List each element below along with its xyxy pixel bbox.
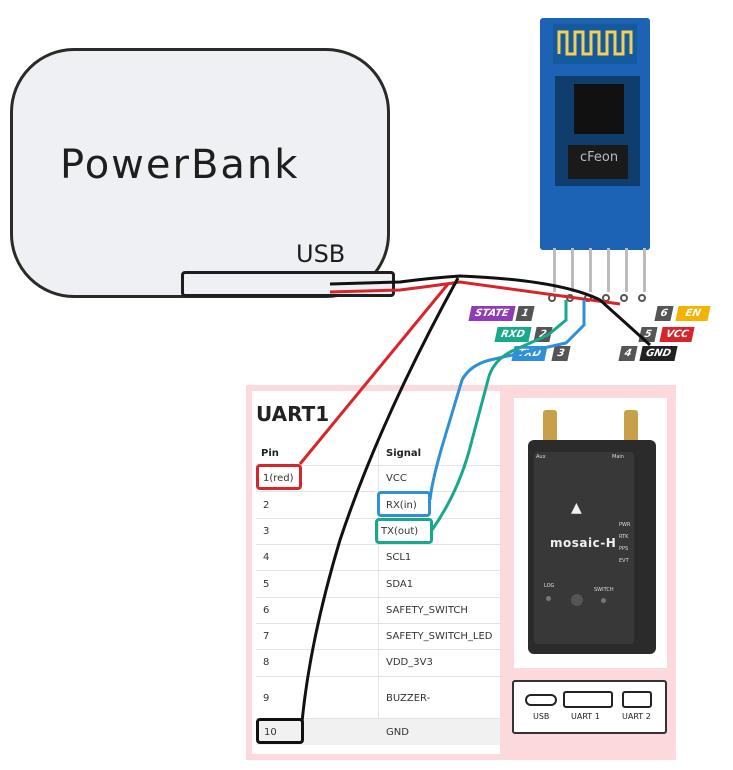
led-label-pps: PPS: [619, 546, 629, 552]
uart1-connector: [563, 691, 613, 708]
table-cell-pin: 6: [263, 605, 270, 616]
header-pin: [571, 248, 574, 292]
table-cell-pin: 1(red): [263, 473, 294, 484]
table-cell-signal: TX(out): [381, 526, 419, 537]
row-divider: [256, 597, 500, 598]
connector-label-uart1: UART 1: [571, 712, 600, 721]
table-cell-pin: 2: [263, 500, 270, 511]
led-label-evt: EVT: [619, 558, 629, 564]
table-cell-signal: RX(in): [386, 500, 417, 511]
table-cell-pin: 7: [263, 631, 270, 642]
header-pin: [589, 248, 592, 292]
highlight-pin1-vcc: [256, 464, 302, 490]
flash-chip: [568, 145, 628, 179]
button-label-switch: SWITCH: [594, 587, 614, 593]
row-divider: [256, 649, 500, 650]
table-cell-pin: 5: [263, 579, 270, 590]
antenna-trace-icon: [557, 30, 633, 56]
powerbank-body: [10, 48, 390, 298]
pin-dot-en: [638, 294, 646, 302]
row-divider: [256, 718, 500, 719]
powerbank-label: PowerBank: [60, 142, 300, 188]
wire-blue: [428, 300, 586, 501]
row-divider: [256, 465, 500, 466]
usb-c-connector: [525, 694, 557, 706]
table-cell-signal: GND: [386, 727, 409, 738]
button-label-log: LOG: [544, 583, 555, 589]
antenna-label-aux: Aux: [536, 454, 546, 460]
highlight-tx-out: [375, 518, 433, 544]
highlight-pin10-gnd: [256, 718, 304, 744]
wire-green: [430, 300, 568, 531]
chip-logo: cFeon: [580, 150, 619, 165]
table-header-signal: Signal: [386, 448, 422, 459]
table-header-pin: Pin: [261, 448, 279, 459]
bluetooth-antenna-trace: [553, 24, 637, 64]
table-cell-signal: BUZZER-: [386, 693, 431, 704]
table-cell-signal: SDA1: [386, 579, 414, 590]
table-cell-pin: 3: [263, 526, 270, 537]
table-cell-pin: 8: [263, 657, 270, 668]
uart-title: UART1: [256, 402, 330, 426]
connector-label-uart2: UART 2: [622, 712, 651, 721]
switch-led: [601, 598, 606, 603]
device-brand: mosaic-H: [550, 536, 617, 550]
header-pin: [643, 248, 646, 292]
wire-red: [298, 280, 621, 465]
header-pin: [553, 248, 556, 292]
switch-button: [571, 594, 583, 606]
row-divider: [256, 623, 500, 624]
table-cell-signal: SAFETY_SWITCH_LED: [386, 631, 493, 642]
header-pin: [625, 248, 628, 292]
highlight-rx-in: [377, 491, 431, 517]
bluetooth-chip: [574, 84, 624, 134]
table-cell-signal: VDD_3V3: [386, 657, 433, 668]
table-cell-signal: SAFETY_SWITCH: [386, 605, 468, 616]
table-cell-signal: VCC: [386, 473, 407, 484]
antenna-connector-aux: [543, 410, 557, 448]
gnss-receiver-front: [534, 452, 634, 644]
row-divider: [256, 544, 500, 545]
uart2-connector: [622, 691, 652, 708]
row-divider: [256, 570, 500, 571]
table-cell-pin: 9: [263, 693, 270, 704]
pin-dot-vcc: [620, 294, 628, 302]
wire-black: [300, 274, 652, 723]
antenna-connector-main: [624, 410, 638, 448]
connector-label-usb: USB: [533, 712, 550, 721]
table-cell-pin: 10: [264, 727, 277, 738]
column-divider: [378, 440, 379, 745]
table-cell-pin: 4: [263, 552, 270, 563]
antenna-label-main: Main: [612, 454, 624, 460]
led-label-rtk: RTK: [619, 534, 629, 540]
log-button: [546, 596, 551, 601]
usb-port-label: USB: [296, 240, 346, 268]
arrow-up-icon: ▲: [571, 500, 582, 516]
table-cell-signal: SCL1: [386, 552, 412, 563]
table-row-highlight: [256, 718, 500, 745]
row-divider: [256, 676, 500, 677]
led-label-pwr: PWR: [619, 522, 631, 528]
uart-table: [252, 391, 500, 754]
header-pin: [607, 248, 610, 292]
